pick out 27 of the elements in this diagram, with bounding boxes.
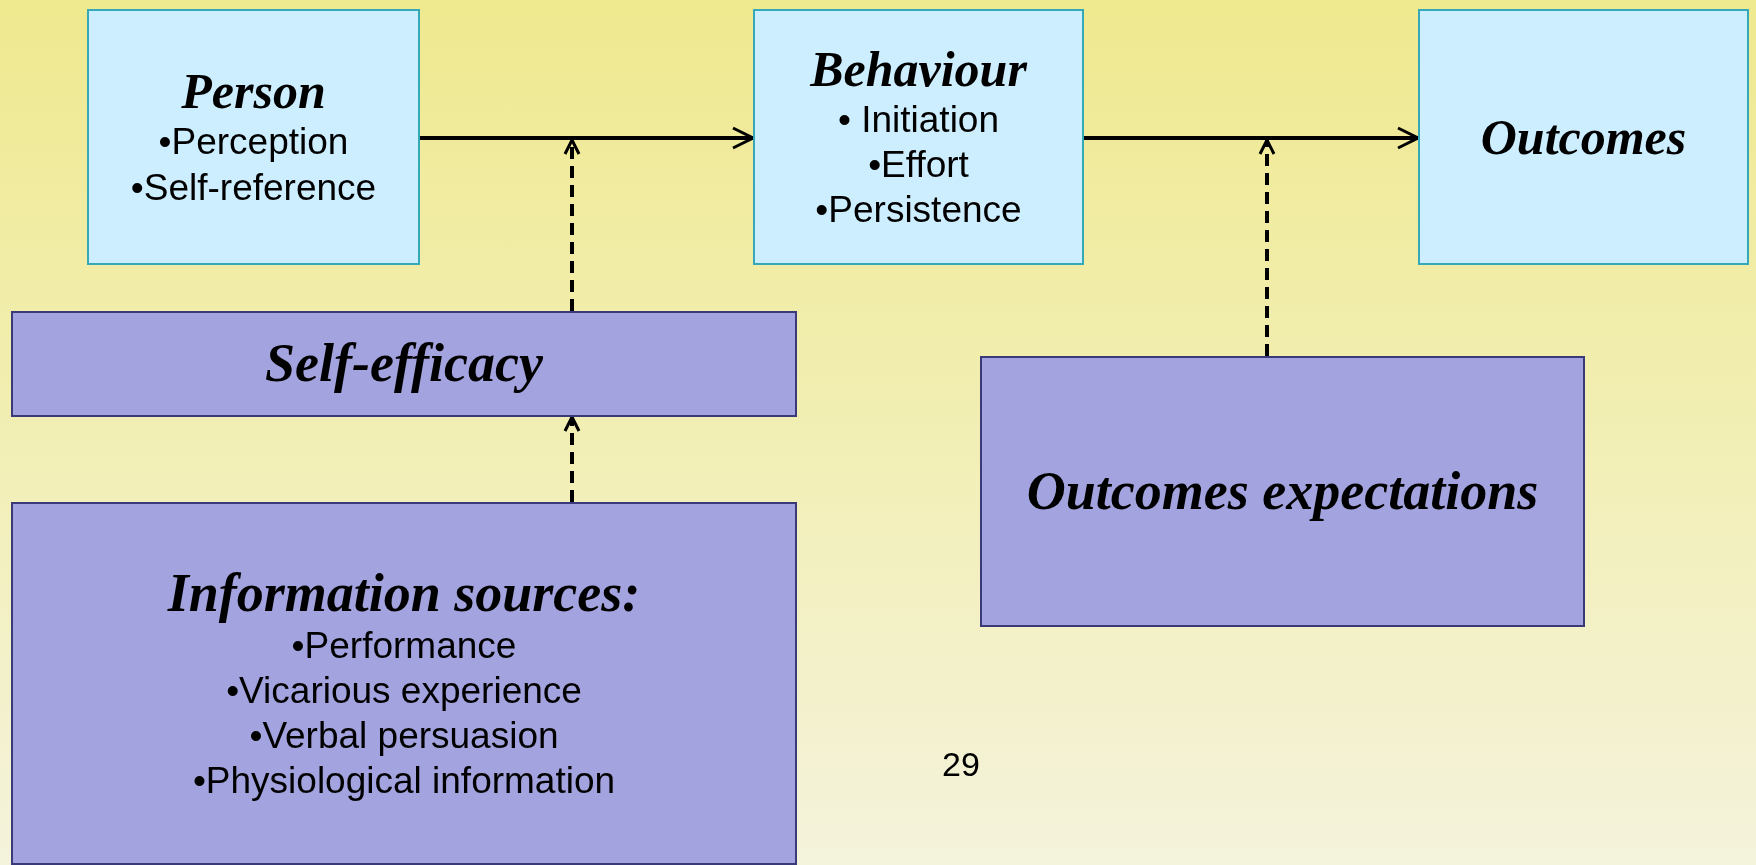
list-item: •Performance bbox=[291, 623, 517, 668]
box-title: Self-efficacy bbox=[265, 334, 543, 394]
arrow bbox=[420, 126, 755, 150]
list-item: • Initiation bbox=[837, 97, 999, 142]
box-title: Outcomes expectations bbox=[1026, 461, 1539, 522]
process-box bbox=[11, 311, 797, 417]
list-item: •Verbal persuasion bbox=[249, 714, 559, 759]
list-item: •Persistence bbox=[815, 188, 1022, 233]
box-title: Person bbox=[181, 64, 326, 120]
box-title: Information sources: bbox=[167, 563, 641, 623]
page-number: 29 bbox=[942, 745, 980, 784]
dashed-arrow bbox=[563, 415, 581, 502]
process-box bbox=[753, 9, 1084, 265]
dashed-arrow bbox=[563, 138, 581, 311]
dashed-arrow bbox=[1258, 138, 1276, 356]
process-box bbox=[980, 356, 1585, 627]
list-item: •Effort bbox=[868, 142, 969, 187]
process-box bbox=[1418, 9, 1749, 265]
list-item: •Perception bbox=[158, 120, 349, 165]
list-item: •Physiological information bbox=[192, 759, 616, 804]
box-title: Behaviour bbox=[810, 41, 1027, 97]
process-box bbox=[87, 9, 420, 265]
list-item: •Vicarious experience bbox=[226, 669, 582, 714]
process-box bbox=[11, 502, 797, 865]
arrow bbox=[1084, 126, 1420, 150]
box-title: Outcomes bbox=[1480, 109, 1687, 165]
list-item: •Self-reference bbox=[130, 165, 377, 210]
